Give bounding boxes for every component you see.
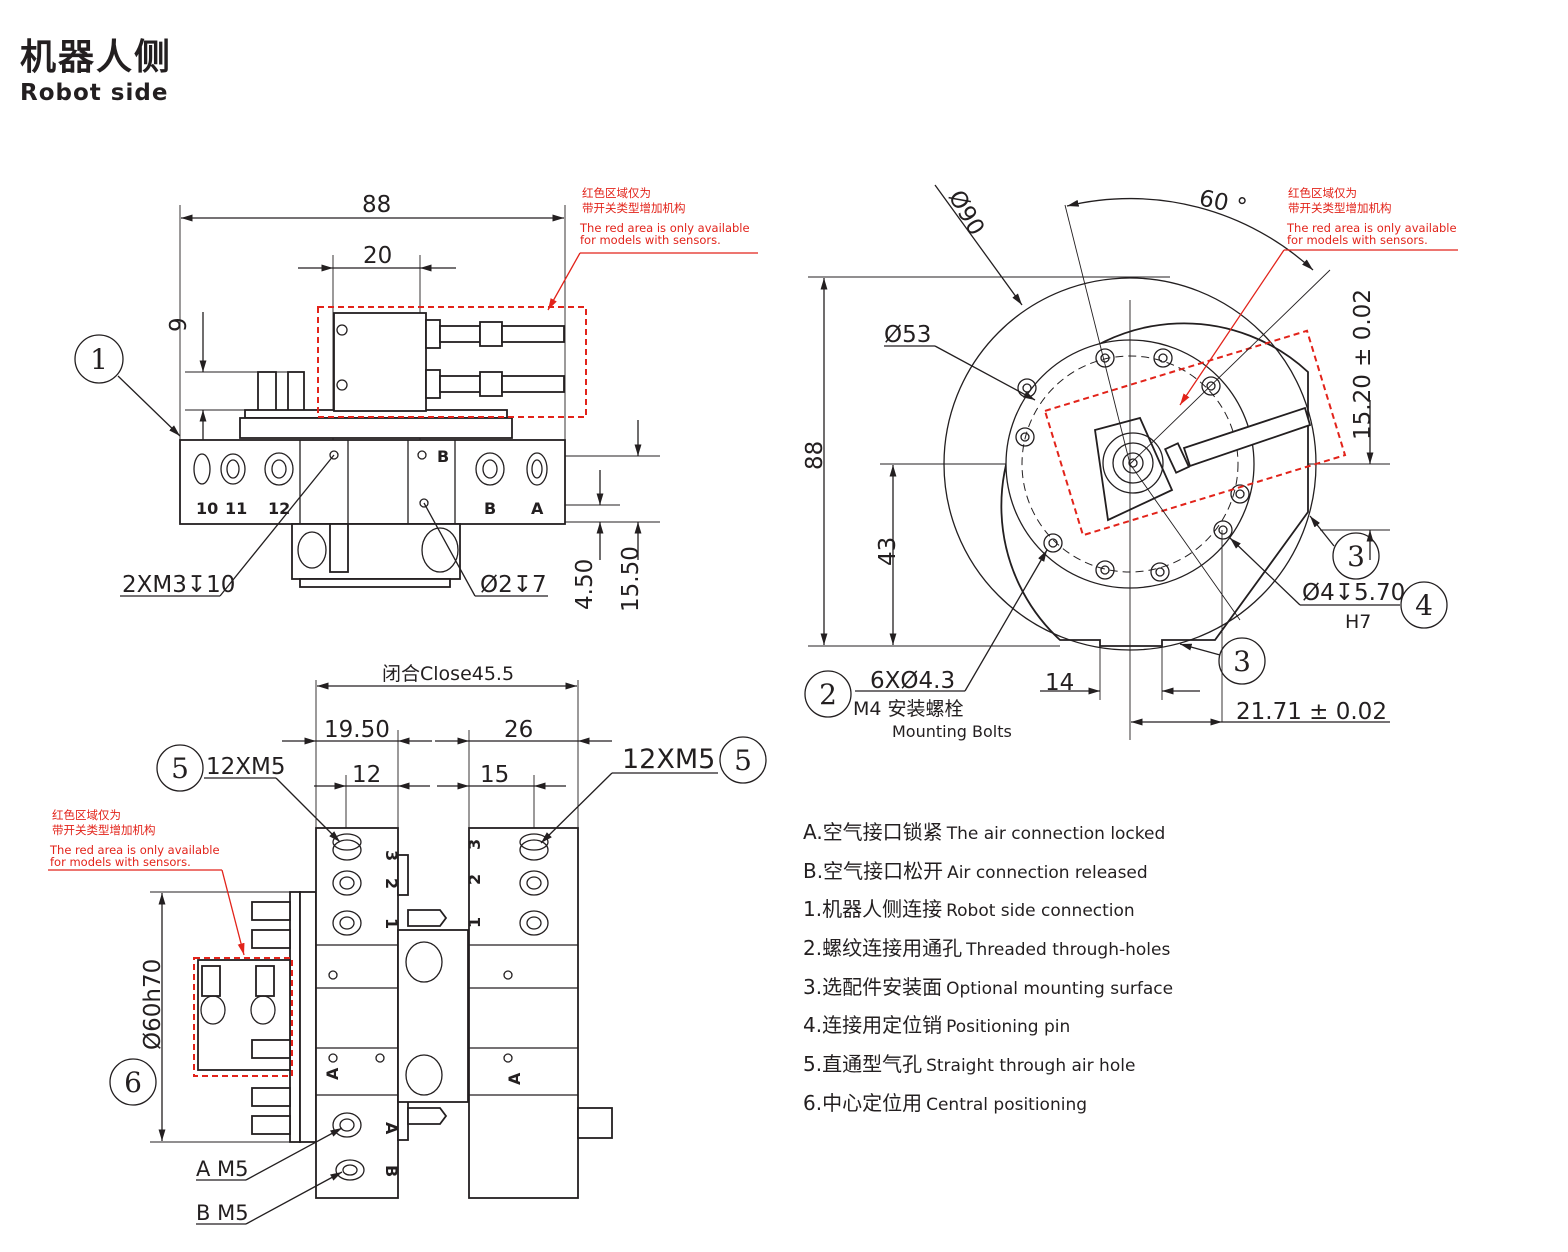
callout-3-b xyxy=(1218,637,1266,685)
port-mark-2: 2 xyxy=(382,878,401,889)
callout-2-label: 2 xyxy=(819,678,837,711)
dim-43: 43 xyxy=(875,537,901,566)
red-note-cn-2: 带开关类型增加机构 xyxy=(582,201,686,215)
dim-center-20: 20 xyxy=(363,243,392,269)
port-mark-12: 12 xyxy=(268,499,290,518)
red-note-en-2-c: for models with sensors. xyxy=(50,855,191,869)
dim-15-20: 15.20 ± 0.02 xyxy=(1350,289,1376,440)
red-note-en-1: The red area is only available xyxy=(579,221,750,235)
red-note-cn-2-b: 带开关类型增加机构 xyxy=(1288,201,1392,215)
red-note-en-2: for models with sensors. xyxy=(580,233,721,247)
dim-height-9: 9 xyxy=(166,317,192,332)
red-note-en-1-c: The red area is only available xyxy=(49,843,220,857)
port-b-m5: B M5 xyxy=(196,1201,249,1225)
port-mark-3-r: 3 xyxy=(465,839,484,850)
callout-1 xyxy=(74,334,124,384)
red-note-en-2-b: for models with sensors. xyxy=(1287,233,1428,247)
dim-14: 14 xyxy=(1045,670,1074,696)
top-view: 88 43 15.20 ± 0.02 xyxy=(802,184,1458,741)
pin-label: Ø4↧5.70 xyxy=(1302,580,1405,606)
red-note-cn-1: 红色区域仅为 xyxy=(582,186,651,200)
callout-5-a xyxy=(156,744,204,792)
callout-5-a-label: 5 xyxy=(171,752,189,785)
dim-dia-53: Ø53 xyxy=(884,322,931,348)
red-note-en-1-b: The red area is only available xyxy=(1286,221,1457,235)
port-mark-11: 11 xyxy=(225,499,247,518)
dim-12: 12 xyxy=(352,762,381,788)
callout-3-a-label: 3 xyxy=(1347,540,1365,573)
port-mark-b-side: B xyxy=(382,1165,401,1177)
port-mark-10: 10 xyxy=(196,499,218,518)
front-view: 88 20 9 xyxy=(74,186,758,612)
port-mark-a-side2: A xyxy=(382,1122,401,1135)
dim-21-71: 21.71 ± 0.02 xyxy=(1236,699,1387,725)
dim-19-50: 19.50 xyxy=(324,717,390,743)
red-note-cn-1-c: 红色区域仅为 xyxy=(52,808,121,822)
callout-5-b-label: 5 xyxy=(734,744,752,777)
callout-4 xyxy=(1400,581,1448,629)
bolt-holes xyxy=(1015,348,1250,582)
port-mark-3: 3 xyxy=(382,850,401,861)
ports-right: 12XM5 xyxy=(622,744,715,775)
dim-dia-60: Ø60h70 xyxy=(140,959,166,1050)
dim-26: 26 xyxy=(504,717,533,743)
port-mark-a-r: A xyxy=(505,1072,524,1085)
port-mark-a: A xyxy=(531,499,544,518)
page-title-cn: 机器人侧 xyxy=(20,37,173,78)
port-mark-b-small: B xyxy=(437,447,449,466)
dim-angle-60: 60 ° xyxy=(1197,185,1249,220)
dim-88-vert: 88 xyxy=(802,441,828,470)
page-title-en: Robot side xyxy=(20,80,169,106)
dim-close: 闭合Close45.5 xyxy=(382,663,514,685)
port-mark-1-r: 1 xyxy=(465,917,484,928)
callout-3-a xyxy=(1332,532,1380,580)
side-view: 闭合Close45.5 19.50 26 12 15 xyxy=(48,663,767,1225)
red-note-cn-1-b: 红色区域仅为 xyxy=(1288,186,1357,200)
port-mark-2-r: 2 xyxy=(465,874,484,885)
red-note-cn-2-c: 带开关类型增加机构 xyxy=(52,823,156,837)
callout-3-b-label: 3 xyxy=(1233,645,1251,678)
callout-4-label: 4 xyxy=(1415,589,1433,622)
ports-left: 12XM5 xyxy=(206,754,286,780)
hole-label: Ø2↧7 xyxy=(480,572,547,598)
callout-1-label: 1 xyxy=(90,343,108,376)
bolt-en: Mounting Bolts xyxy=(892,722,1012,741)
dim-15-50: 15.50 xyxy=(618,546,644,612)
port-mark-a-side: A xyxy=(323,1067,342,1080)
callout-2 xyxy=(804,670,852,718)
dim-15: 15 xyxy=(480,762,509,788)
bolt-spec: M4 安装螺栓 xyxy=(853,698,964,720)
callout-6 xyxy=(109,1058,157,1106)
port-a-m5: A M5 xyxy=(196,1157,249,1181)
dim-dia-90: Ø90 xyxy=(943,186,989,240)
thread-label: 2XM3↧10 xyxy=(122,572,235,598)
dim-width-88: 88 xyxy=(362,192,391,218)
port-mark-b: B xyxy=(484,499,496,518)
dim-4-50: 4.50 xyxy=(572,559,598,610)
bolt-count: 6XØ4.3 xyxy=(870,668,955,694)
pin-fit: H7 xyxy=(1345,611,1371,633)
callout-5-b xyxy=(719,736,767,784)
port-mark-1: 1 xyxy=(382,918,401,929)
callout-6-label: 6 xyxy=(124,1066,142,1099)
